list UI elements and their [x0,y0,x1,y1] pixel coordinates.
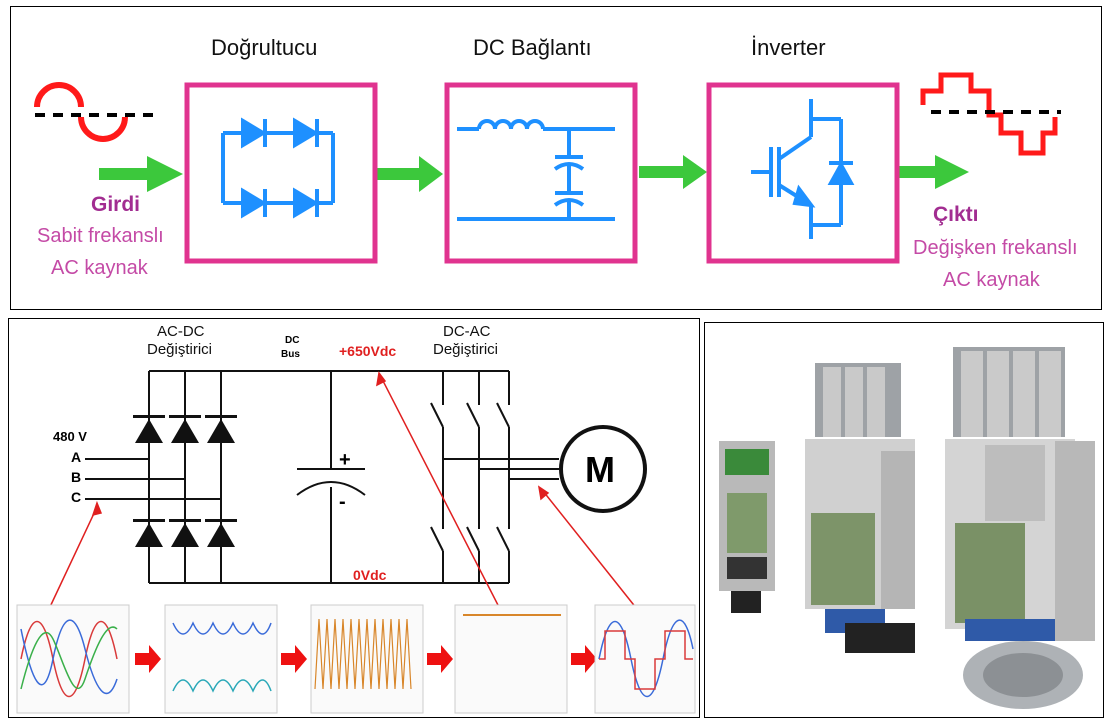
diode-bridge-icon [221,117,335,219]
output-desc-1: Değişken frekanslı [913,237,1078,259]
rectifier-diodes [133,415,237,547]
lc-filter-icon [457,119,615,221]
motor-icon [559,425,647,513]
voltage-high-label: +650Vdc [339,343,397,359]
motor-label: M [585,449,615,490]
dc-link-box [444,82,638,264]
medium-drive-unit [805,363,915,653]
block-diagram-graphics [34,72,1061,264]
acdc-label-1: AC-DC [157,323,205,340]
dc-bus-label-1: DC [285,335,300,346]
inverter-title: İnverter [751,35,826,60]
cap-minus-label: - [339,491,346,513]
dcac-label-1: DC-AC [443,323,491,340]
block-diagram-panel: Doğrultucu DC Bağlantı İnverter Girdi Sa… [10,6,1102,310]
drive-units-photo [719,347,1095,709]
dcac-label-2: Değiştirici [433,341,499,358]
supply-voltage-label: 480 V [53,429,87,444]
cap-plus-label: + [339,449,351,471]
input-sine-icon [34,82,161,142]
dc-link-title: DC Bağlantı [473,35,592,60]
small-drive-unit [719,441,775,613]
rectifier-title: Doğrultucu [211,35,318,60]
drive-schematic [16,370,696,714]
input-desc-1: Sabit frekanslı [37,225,164,247]
waveform-thumbnails [16,604,696,714]
inverter-box [706,82,900,264]
schematic-panel: AC-DC Değiştirici DC Bus +650Vdc 0Vdc DC… [8,318,700,718]
stepped-wave-icon [920,72,1058,156]
flow-arrow-4 [899,155,969,189]
flow-arrow-1 [99,156,183,192]
input-desc-2: AC kaynak [51,257,148,279]
rectifier-box [184,82,378,264]
flow-arrow-2 [377,156,443,192]
voltage-low-label: 0Vdc [353,567,387,583]
igbt-icon [751,99,855,239]
large-drive-unit [945,347,1095,709]
flow-arrow-3 [639,155,707,189]
phase-c-label: C [71,489,82,505]
annotation-arrows [48,371,638,610]
phase-b-label: B [71,469,82,485]
phase-a-label: A [71,449,82,465]
input-title: Girdi [91,193,141,216]
dc-bus-label-2: Bus [281,349,300,360]
acdc-label-2: Değiştirici [147,341,213,358]
output-desc-2: AC kaynak [943,269,1040,291]
drive-photo-panel [704,322,1104,718]
output-title: Çıktı [933,203,979,226]
